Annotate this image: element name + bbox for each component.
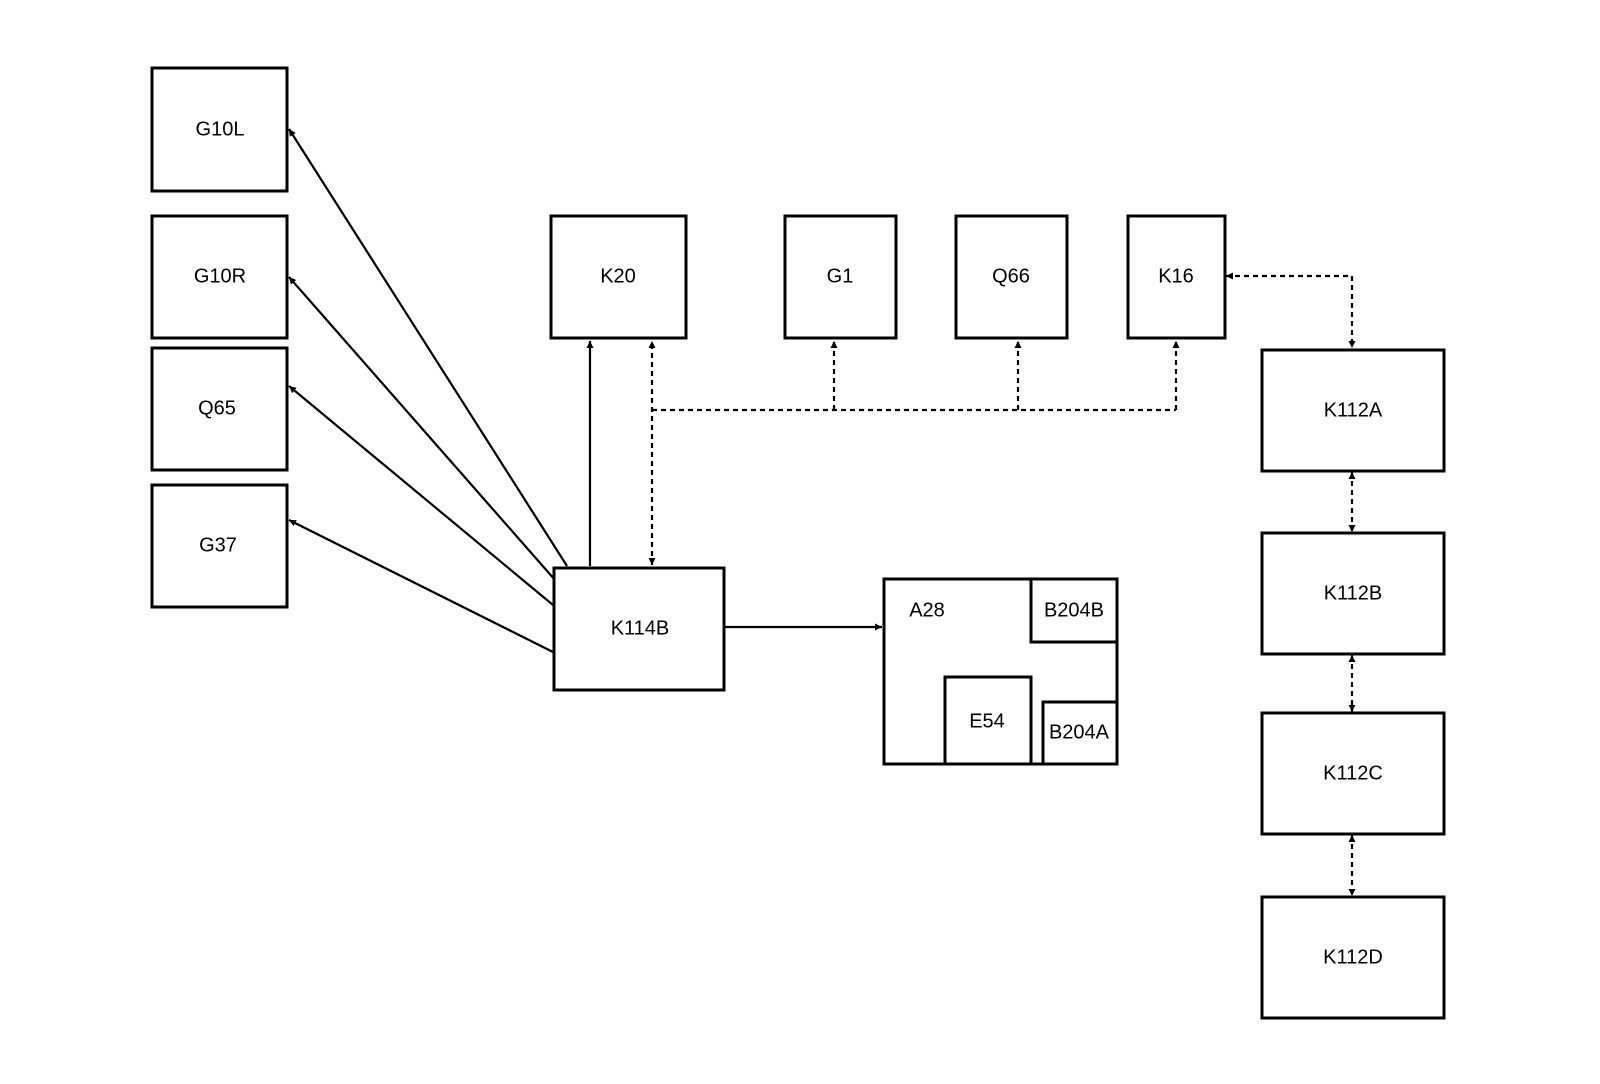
node-g1: G1	[783, 214, 898, 340]
node-q65: Q65	[150, 346, 289, 472]
node-g10l-label: G10L	[196, 118, 245, 140]
node-b204b: B204B	[1029, 577, 1119, 644]
node-k20-label: K20	[600, 265, 636, 287]
node-g10l: G10L	[150, 66, 289, 193]
node-k112d-label: K112D	[1323, 946, 1383, 968]
node-b204a: B204A	[1041, 700, 1119, 766]
node-e54-label: E54	[969, 710, 1005, 732]
edge-k114b-g37	[288, 519, 554, 653]
node-e54: E54	[943, 675, 1033, 766]
node-k16-label: K16	[1158, 265, 1194, 287]
node-k114b: K114B	[552, 566, 726, 692]
node-a28-label: A28	[909, 599, 945, 621]
node-k20: K20	[549, 214, 688, 340]
node-k114b-label: K114B	[611, 617, 670, 639]
node-k112c: K112C	[1260, 711, 1446, 836]
node-k112b: K112B	[1260, 531, 1446, 656]
node-k112a: K112A	[1260, 348, 1446, 473]
connections	[288, 128, 1356, 896]
node-k112d: K112D	[1260, 895, 1446, 1020]
node-q65-label: Q65	[198, 397, 236, 419]
node-k112a-label: K112A	[1324, 399, 1383, 421]
node-b204a-label: B204A	[1049, 721, 1110, 743]
node-g1-label: G1	[827, 265, 854, 287]
node-k112b-label: K112B	[1324, 582, 1383, 604]
edge-k114b-g10l	[288, 128, 568, 567]
edge-k114b-g10r	[288, 276, 556, 581]
edge-k114b-q65	[288, 385, 554, 606]
node-k112c-label: K112C	[1323, 762, 1383, 784]
node-q66-label: Q66	[992, 265, 1030, 287]
node-g37: G37	[150, 483, 289, 609]
node-q66: Q66	[954, 214, 1069, 340]
node-g10r-label: G10R	[194, 265, 246, 287]
node-k16: K16	[1126, 214, 1227, 340]
node-b204b-label: B204B	[1044, 599, 1104, 621]
edge-k16-k112a	[1226, 272, 1356, 348]
node-g37-label: G37	[199, 534, 237, 556]
node-g10r: G10R	[150, 214, 289, 340]
